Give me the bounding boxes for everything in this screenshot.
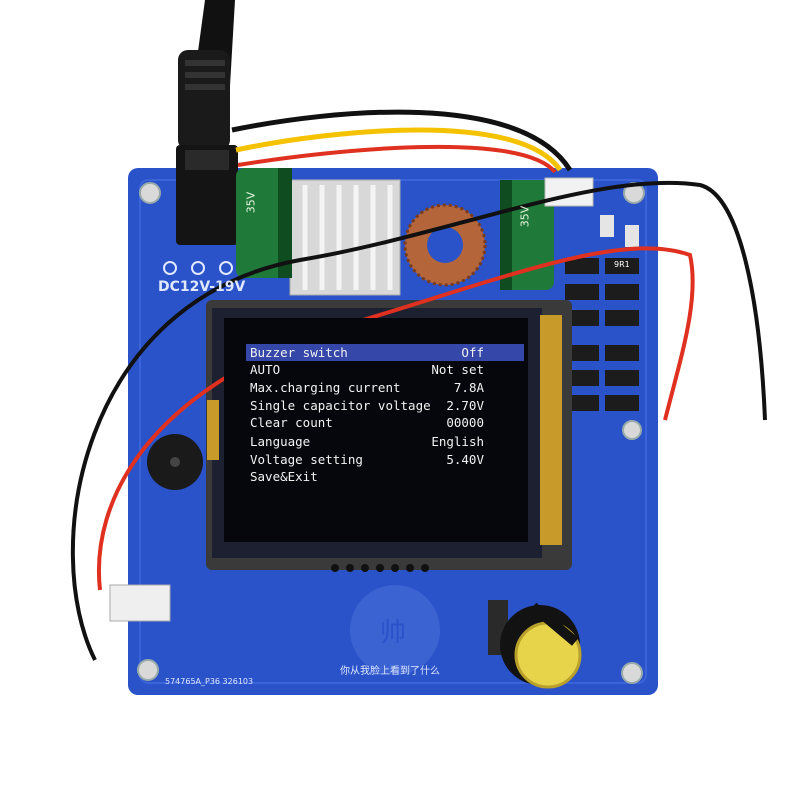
resistor-array — [565, 258, 639, 411]
menu-item-label: Language — [250, 434, 311, 449]
menu-item-language[interactable]: Language English — [246, 433, 524, 450]
menu-item-voltage-setting[interactable]: Voltage setting 5.40V — [246, 451, 524, 468]
capacitor-right-label: 35V — [518, 205, 532, 228]
logo-mark — [350, 585, 440, 675]
red-wire — [237, 144, 557, 174]
menu-item-save-exit[interactable]: Save&Exit — [246, 468, 524, 485]
menu-item-value: 2.70V — [446, 398, 484, 413]
power-input-label: DC12V-19V — [158, 279, 246, 295]
pcb-code-label: 574765A_P36 326103 — [165, 677, 254, 686]
menu-item-single-capacitor-voltage[interactable]: Single capacitor voltage 2.70V — [246, 397, 524, 414]
menu-item-label: Max.charging current — [250, 380, 401, 395]
menu-item-value: 00000 — [446, 415, 484, 430]
resistor-code-label: 9R1 — [614, 260, 630, 269]
menu-item-label: Save&Exit — [250, 469, 318, 484]
mount-hole — [621, 662, 643, 684]
menu-item-clear-count[interactable]: Clear count 00000 — [246, 414, 524, 431]
heatsink — [289, 179, 401, 296]
red-wire-long — [97, 246, 695, 591]
menu-item-value: Not set — [431, 362, 484, 377]
menu-item-label: Clear count — [250, 415, 333, 430]
menu-item-value: 5.40V — [446, 452, 484, 467]
capacitor-left-label: 35V — [244, 191, 258, 214]
black-wire — [231, 109, 573, 172]
black-wire-long — [70, 180, 767, 661]
logo-character: 帅 — [380, 618, 407, 648]
menu-item-max-charging-current[interactable]: Max.charging current 7.8A — [246, 379, 524, 396]
menu-item-label: Buzzer switch — [250, 345, 348, 360]
menu-item-label: AUTO — [250, 362, 281, 377]
lcd-screen: Buzzer switch Off AUTO Not set Max.charg… — [224, 318, 528, 542]
mount-hole — [622, 420, 642, 440]
bottom-connector — [109, 584, 171, 622]
menu-item-label: Voltage setting — [250, 452, 363, 467]
mount-hole — [139, 182, 161, 204]
chinese-caption: 你从我脸上看到了什么 — [340, 666, 440, 677]
menu-item-auto[interactable]: AUTO Not set — [246, 361, 524, 378]
menu-item-buzzer-switch[interactable]: Buzzer switch Off — [246, 344, 524, 361]
menu-item-label: Single capacitor voltage — [250, 398, 431, 413]
yellow-wire — [235, 127, 563, 172]
menu-item-value: Off — [461, 345, 484, 360]
menu-item-value: English — [431, 434, 484, 449]
menu-item-value: 7.8A — [453, 380, 484, 395]
mount-hole — [137, 659, 159, 681]
